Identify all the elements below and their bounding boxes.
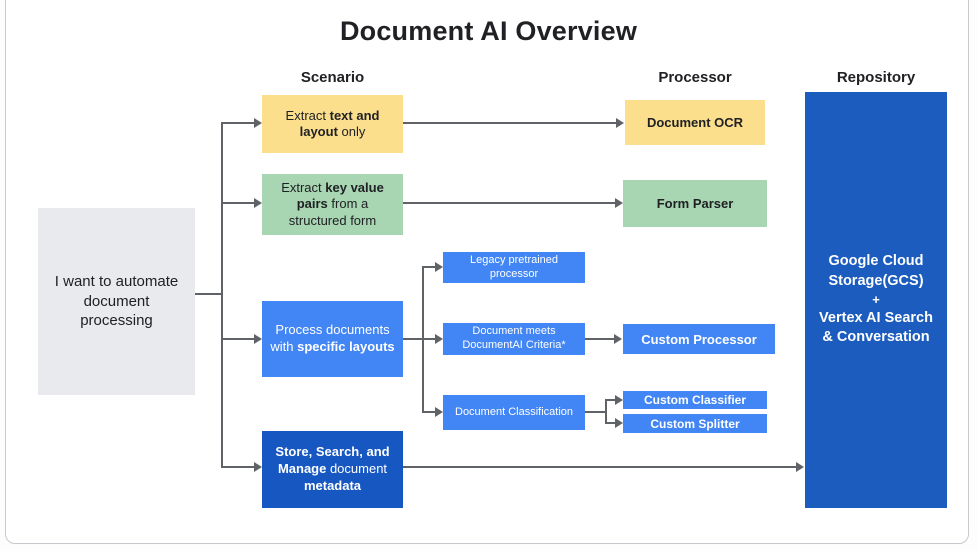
node-processor-custom-splitter-label: Custom Splitter (650, 416, 740, 431)
connector-trunk-to-blue (221, 338, 255, 340)
label-segment: only (337, 124, 366, 139)
repository-line-plus: + (872, 292, 880, 308)
repository-line-gcs: Google Cloud Storage(GCS) (828, 253, 924, 289)
node-processor-custom-classifier: Custom Classifier (623, 391, 767, 409)
connector-start-to-trunk (195, 293, 222, 295)
node-decision-legacy-pretrained: Legacy pretrained processor (443, 252, 585, 283)
label-segment: from a structured form (288, 196, 377, 228)
node-decision-documentai-criteria: Document meets DocumentAI Criteria* (443, 323, 585, 355)
page-title: Document AI Overview (339, 16, 638, 46)
column-header-scenario: Scenario (300, 69, 365, 86)
arrowhead-into-custom-splitter (615, 418, 623, 428)
node-decision-legacy-pretrained-label: Legacy pretrained processor (469, 253, 559, 280)
arrowhead-into-custom-processor (614, 334, 622, 344)
connector-branch-to-criteria (422, 338, 438, 340)
connector-branch-to-classification (422, 411, 438, 413)
label-segment: Extract (285, 107, 330, 123)
node-processor-document-ocr: Document OCR (625, 100, 765, 145)
connector-trunk-to-green (221, 202, 255, 204)
node-scenario-extract-key-value-label: Extract key value pairs from a structure… (270, 180, 395, 229)
arrowhead-into-custom-classifier (615, 395, 623, 405)
node-start-label: I want to automate document processing (54, 273, 179, 330)
connector-yellow-to-ocr (403, 122, 617, 124)
node-decision-document-classification-label: Document Classification (455, 405, 573, 418)
node-scenario-extract-text-layout-label: Extract text and layout only (270, 108, 395, 141)
arrowhead-into-legacy-pretrained (435, 262, 443, 272)
arrowhead-into-store-box (254, 462, 262, 472)
label-segment-bold: specific layouts (297, 339, 395, 354)
connector-blue-out (403, 338, 424, 340)
node-processor-custom-classifier-label: Custom Classifier (643, 393, 747, 407)
arrowhead-into-specific-layouts (254, 334, 262, 344)
node-repository-gcs-vertex: Google Cloud Storage(GCS) + Vertex AI Se… (805, 92, 947, 508)
node-processor-custom-processor-label: Custom Processor (641, 331, 757, 347)
label-segment: Process documents with (270, 322, 390, 354)
node-scenario-extract-key-value: Extract key value pairs from a structure… (262, 174, 403, 235)
node-decision-documentai-criteria-label: Document meets DocumentAI Criteria* (462, 325, 566, 351)
node-start-automate: I want to automate document processing (38, 208, 195, 395)
node-scenario-store-search-manage-label: Store, Search, and Manage document metad… (270, 444, 395, 495)
node-processor-custom-processor: Custom Processor (623, 324, 775, 354)
label-segment: document (326, 461, 388, 477)
column-header-processor: Processor (658, 69, 732, 86)
connector-fork-to-classifier (605, 399, 617, 401)
label-segment-bold: Store, Search, and Manage (275, 444, 390, 477)
column-header-repository: Repository (836, 69, 916, 86)
label-segment-bold: key value pairs (296, 180, 384, 212)
label-segment-bold: text and layout (299, 107, 380, 139)
connector-trunk-vertical (221, 122, 223, 468)
connector-store-to-repository (403, 466, 798, 468)
node-processor-custom-splitter: Custom Splitter (623, 414, 767, 433)
arrowhead-into-extract-key-value (254, 198, 262, 208)
connector-trunk-to-store (221, 466, 255, 468)
connector-classification-out (585, 411, 607, 413)
node-repository-label: Google Cloud Storage(GCS) + Vertex AI Se… (813, 252, 939, 348)
connector-trunk-to-yellow (221, 122, 255, 124)
node-scenario-store-search-manage: Store, Search, and Manage document metad… (262, 431, 403, 508)
connector-fork-vertical (605, 399, 607, 424)
node-scenario-extract-text-layout: Extract text and layout only (262, 95, 403, 153)
arrowhead-into-document-ocr (616, 118, 624, 128)
node-decision-document-classification: Document Classification (443, 395, 585, 430)
node-processor-form-parser: Form Parser (623, 180, 767, 227)
repository-line-vertex: Vertex AI Search & Conversation (819, 309, 933, 346)
arrowhead-into-repository (796, 462, 804, 472)
label-segment: Extract (281, 180, 326, 196)
connector-branch-to-legacy (422, 266, 438, 268)
label-segment-bold: metadata (303, 477, 362, 493)
arrowhead-into-document-classification (435, 407, 443, 417)
connector-criteria-to-custom-processor (585, 338, 615, 340)
arrowhead-into-extract-text (254, 118, 262, 128)
connector-fork-to-splitter (605, 422, 617, 424)
arrowhead-into-documentai-criteria (435, 334, 443, 344)
node-processor-form-parser-label: Form Parser (656, 196, 734, 211)
node-scenario-specific-layouts: Process documents with specific layouts (262, 301, 403, 377)
arrowhead-into-form-parser (615, 198, 623, 208)
connector-green-to-form-parser (403, 202, 616, 204)
node-scenario-specific-layouts-label: Process documents with specific layouts (270, 322, 395, 356)
node-processor-document-ocr-label: Document OCR (646, 115, 744, 130)
